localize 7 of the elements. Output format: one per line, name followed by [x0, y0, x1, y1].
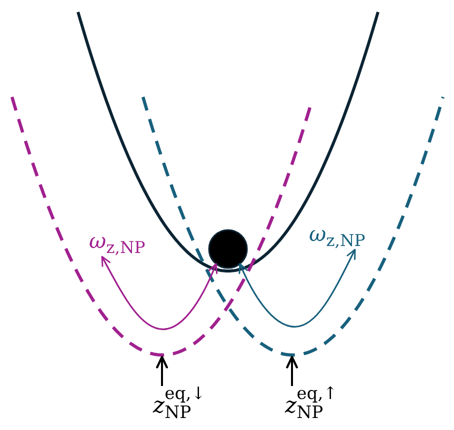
ball	[208, 229, 248, 269]
arrow	[156, 356, 168, 386]
oscillation-arrow	[238, 248, 356, 328]
arrow	[286, 356, 298, 386]
oscillation-arrow	[101, 256, 218, 330]
frequency-label: ω$_{z,NP}$	[89, 231, 146, 257]
frequency-label: ω$_{z,NP}$	[309, 224, 366, 250]
